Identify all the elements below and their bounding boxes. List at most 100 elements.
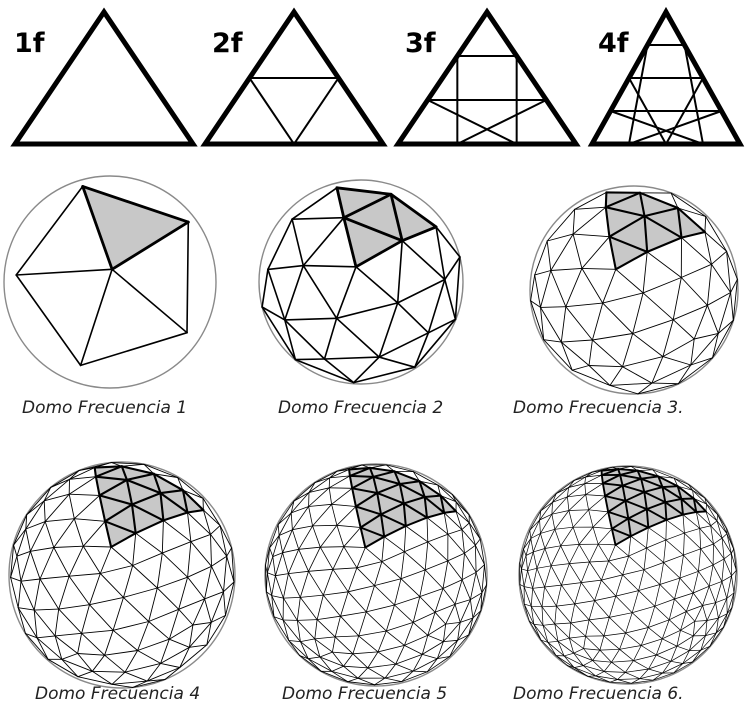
dome-edge	[317, 620, 335, 637]
dome-edge	[212, 566, 224, 591]
dome-edge	[631, 536, 647, 548]
dome-edge	[600, 649, 620, 650]
dome-edge	[344, 547, 357, 568]
dome-edge	[641, 628, 648, 646]
dome-edge	[378, 645, 404, 652]
dome-edge	[616, 591, 639, 597]
dome-edge	[663, 339, 694, 357]
dome-edge	[395, 597, 420, 605]
dome-edge	[149, 622, 170, 640]
dome-edge	[660, 563, 664, 585]
dome-edge	[283, 553, 289, 574]
dome-edge	[27, 487, 51, 514]
dome-edge	[55, 633, 82, 636]
dome-edge	[462, 530, 465, 554]
dome-edge	[122, 464, 144, 466]
dome-edge	[680, 578, 693, 593]
dome-edge	[112, 269, 187, 332]
dome-edge	[531, 606, 542, 607]
dome-edge	[54, 519, 75, 548]
dome-edge	[37, 638, 62, 660]
dome-edge	[268, 219, 292, 269]
dome-edge	[462, 572, 476, 579]
dome-edge	[48, 659, 78, 676]
dome-edge	[354, 367, 415, 382]
dome-edge	[575, 583, 582, 604]
dome-edge	[634, 655, 657, 661]
dome-edge	[396, 664, 414, 671]
dome-edge	[705, 217, 706, 233]
dome-edge	[634, 646, 642, 661]
dome-edge	[273, 557, 276, 576]
dome-edge	[555, 606, 557, 624]
geodesic-dome-frequency-1	[4, 176, 216, 388]
dome-edge	[582, 268, 616, 269]
dome-edge	[620, 649, 634, 660]
dome-edge	[267, 573, 271, 596]
dome-edge	[573, 234, 582, 268]
dome-edge	[528, 568, 537, 570]
dome-edge	[275, 574, 288, 576]
dome-edge	[579, 527, 593, 544]
dome-edge	[675, 599, 687, 612]
dome-edge	[83, 546, 111, 547]
dome-edge	[592, 303, 602, 340]
dome-edge	[522, 569, 525, 587]
geodesic-dome-frequency-2	[259, 180, 463, 384]
dome-edge	[325, 318, 337, 359]
dome-edge	[623, 357, 663, 367]
dome-edge	[703, 586, 710, 605]
dome-edge	[545, 529, 555, 548]
dome-edge	[16, 269, 112, 275]
dome-edge	[62, 654, 78, 660]
dome-edge	[138, 639, 170, 650]
dome-edge	[669, 599, 674, 620]
dome-edge	[368, 664, 396, 668]
dome-edge	[609, 596, 616, 617]
dome-edge	[300, 597, 317, 619]
dome-edge	[522, 569, 528, 571]
dome-edge	[34, 610, 55, 636]
dome-edge	[561, 564, 569, 586]
dome-edge	[329, 488, 352, 489]
dome-edge	[404, 542, 428, 552]
dome-edge	[551, 271, 566, 307]
dome-edge	[632, 591, 638, 613]
dome-edge	[604, 636, 620, 649]
dome-edge	[133, 553, 163, 565]
dome-edge	[639, 591, 655, 607]
dome-edge	[589, 366, 623, 367]
dome-edge	[671, 661, 683, 663]
dome-edge	[533, 533, 540, 552]
dome-edge	[714, 544, 725, 559]
dome-edge	[664, 563, 680, 579]
dome-edge	[446, 622, 461, 624]
dome-edge	[21, 581, 34, 610]
dome-edge	[569, 511, 573, 528]
dome-edge	[125, 651, 138, 673]
dome-edge	[571, 623, 586, 636]
dome-edge	[270, 548, 273, 557]
dome-edge	[149, 609, 179, 621]
dome-edge	[552, 514, 555, 529]
dome-edge	[188, 566, 212, 577]
dome-edge	[551, 564, 569, 566]
dome-edge	[626, 633, 642, 646]
dome-edge	[542, 607, 543, 626]
dome-edge	[357, 562, 382, 568]
dome-edge	[569, 638, 583, 649]
dome-edge	[335, 616, 340, 637]
dome-edge	[684, 555, 699, 571]
dome-edge	[662, 639, 677, 646]
dome-edge	[623, 575, 639, 591]
dome-edge	[353, 636, 359, 654]
dome-caption-3: Domo Frecuencia 3.	[513, 400, 684, 417]
dome-edge	[425, 561, 448, 570]
dome-edge	[227, 548, 232, 556]
dome-edge	[275, 576, 283, 598]
dome-edge	[379, 357, 415, 367]
dome-edge	[604, 662, 611, 671]
dome-edge	[475, 539, 480, 545]
dome-edge	[633, 320, 674, 334]
dome-edge	[436, 227, 445, 280]
